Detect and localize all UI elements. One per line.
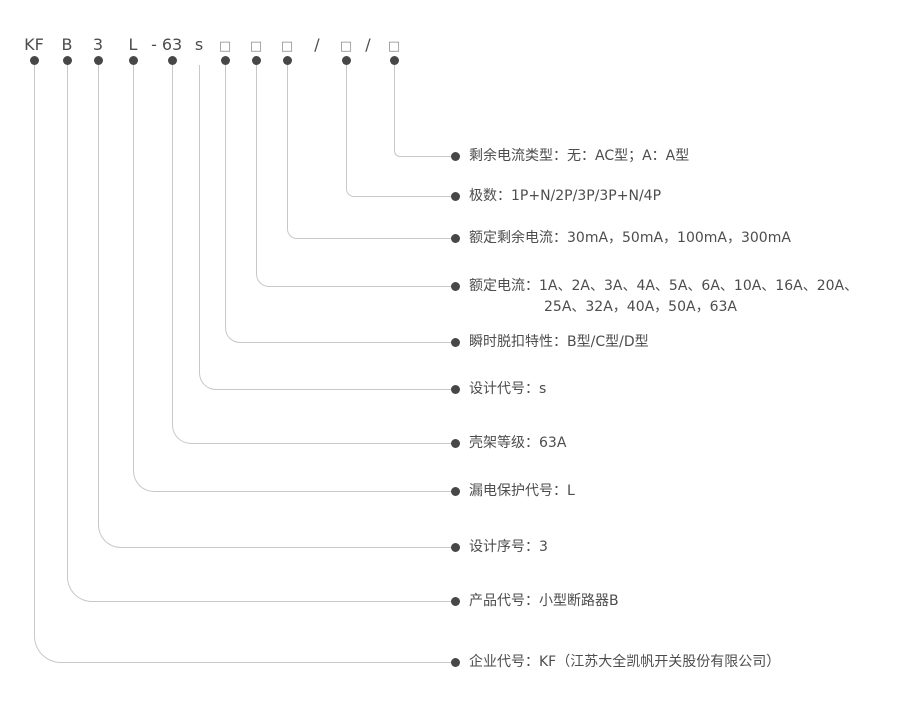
label-residual-current-type: 剩余电流类型：无：AC型；A：A型: [469, 148, 690, 164]
code-part-l: L: [128, 35, 138, 54]
column-dot-square-4: [342, 56, 351, 65]
label-rated-residual-current: 额定剩余电流：30mA，50mA，100mA，300mA: [469, 230, 791, 246]
code-part-square-4: □: [339, 39, 353, 54]
column-dot-3: [94, 56, 103, 65]
connector-frame-rating: [172, 65, 455, 444]
label-bullet: [451, 192, 460, 201]
label-bullet: [451, 543, 460, 552]
code-part-square-3: □: [280, 39, 294, 54]
connector-instantaneous-tripping: [225, 65, 455, 343]
label-design-serial-number: 设计序号：3: [469, 539, 548, 555]
label-leakage-protection-code: 漏电保护代号：L: [469, 483, 575, 499]
code-part-s: s: [194, 35, 204, 54]
code-part-slash-2: /: [365, 35, 371, 54]
column-dot-kf: [30, 56, 39, 65]
connector-design-serial-number: [98, 65, 455, 548]
label-bullet: [451, 597, 460, 606]
column-dot-b: [63, 56, 72, 65]
connector-residual-current-type: [394, 65, 455, 157]
label-bullet: [451, 439, 460, 448]
connector-rated-residual-current: [287, 65, 455, 239]
code-part-hyphen: -: [151, 35, 157, 54]
label-bullet: [451, 152, 460, 161]
label-bullet: [451, 385, 460, 394]
code-part-square-5: □: [387, 39, 401, 54]
label-instantaneous-tripping: 瞬时脱扣特性：B型/C型/D型: [469, 334, 649, 350]
label-bullet: [451, 658, 460, 667]
connector-enterprise-code: [34, 65, 455, 663]
code-part-square-1: □: [218, 39, 232, 54]
label-product-code: 产品代号：小型断路器B: [469, 593, 619, 609]
connector-poles: [346, 65, 455, 197]
column-dot-square-3: [283, 56, 292, 65]
column-dot-l: [129, 56, 138, 65]
connector-leakage-protection-code: [133, 65, 455, 492]
code-part-square-2: □: [249, 39, 263, 54]
label-design-code: 设计代号：s: [469, 381, 547, 397]
code-part-slash-1: /: [314, 35, 320, 54]
code-part-kf: KF: [24, 35, 44, 54]
label-bullet: [451, 282, 460, 291]
label-frame-rating: 壳架等级：63A: [469, 435, 567, 451]
label-poles: 极数：1P+N/2P/3P/3P+N/4P: [469, 188, 662, 204]
label-bullet: [451, 234, 460, 243]
connector-design-code: [199, 65, 455, 390]
column-dot-square-5: [390, 56, 399, 65]
code-part-3: 3: [92, 35, 104, 54]
connector-rated-current: [256, 65, 455, 287]
label-bullet: [451, 487, 460, 496]
column-dot-63: [168, 56, 177, 65]
code-part-63: 63: [161, 35, 183, 54]
label-enterprise-code: 企业代号：KF（江苏大全凯帆开关股份有限公司）: [469, 654, 781, 670]
code-part-b: B: [61, 35, 73, 54]
column-dot-square-2: [252, 56, 261, 65]
label-bullet: [451, 338, 460, 347]
label-rated-current-line2: 25A、32A，40A，50A，63A: [544, 299, 737, 315]
connector-product-code: [67, 65, 455, 602]
column-dot-square-1: [221, 56, 230, 65]
label-rated-current: 额定电流：1A、2A、3A、4A、5A、6A、10A、16A、20A、 25A、3…: [469, 276, 858, 318]
label-rated-current-line1: 额定电流：1A、2A、3A、4A、5A、6A、10A、16A、20A、: [469, 278, 859, 294]
